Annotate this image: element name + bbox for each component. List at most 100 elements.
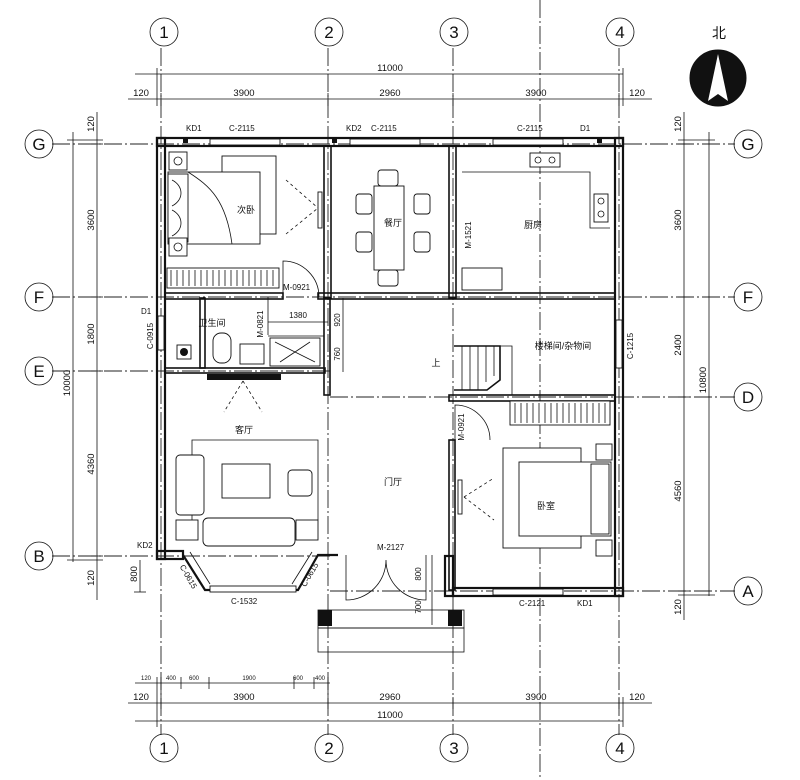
opening-label: C-0615 [299,561,320,589]
room-label: 卫生间 [198,317,225,328]
sofa-side [175,454,205,516]
room-label: 厨房 [524,219,542,230]
opening-label: C-2115 [517,124,543,133]
dim-label: 120 [133,88,149,99]
dim-label: 120 [673,599,684,615]
wardrobe [509,400,611,426]
axis-label: E [33,362,44,381]
room-labels: 次卧 餐厅 厨房 卫生间 楼梯间/杂物间 上 客厅 门厅 卧室 [198,204,591,511]
dim-label: 2960 [379,692,400,703]
axis-bubble-left-G: G [24,129,54,159]
nightstand [595,539,613,557]
room-label: 次卧 [237,204,255,215]
axis-label: A [742,582,754,601]
axis-bubble-bottom-1: 1 [149,733,179,763]
coffee-table [221,463,271,499]
living-furniture [175,374,319,547]
dim-label: 760 [333,347,342,361]
north-arrow: 北 [689,25,747,107]
armchair [287,469,313,497]
axis-bubble-left-F: F [24,282,54,312]
axis-label: B [33,547,44,566]
opening-labels: KD1 C-2115 KD2 C-2115 C-2115 D1 M-1521 M… [137,124,635,608]
opening-label: M-2127 [377,543,405,552]
stove [593,193,609,223]
dim-label: 3600 [86,209,97,230]
window-c0915 [157,315,165,351]
dim-label: 600 [189,676,200,682]
axis-label: G [32,135,45,154]
axis-bubble-bottom-4: 4 [605,733,635,763]
dim-label: 120 [86,570,97,586]
nightstand [595,443,613,461]
dim-label: 120 [141,676,152,682]
bottom-dimensions: 120 400 600 1900 600 400 120 3900 2960 3… [128,676,652,727]
dim-label: 1900 [242,676,256,682]
washbasin [239,343,265,365]
axis-bubble-right-G: G [733,129,763,159]
axis-bubble-right-F: F [733,282,763,312]
stair-furniture [454,345,513,395]
axis-label: G [741,135,754,154]
window-c2115-c [492,138,564,146]
dim-label: 1380 [289,311,307,320]
room-label: 客厅 [235,424,253,435]
axis-bubble-top-3: 3 [439,17,469,47]
opening-label: M-0921 [457,413,466,441]
axis-bubble-left-B: B [24,541,54,571]
tv [457,479,463,515]
opening-label: C-1532 [231,597,258,606]
opening-label: M-0821 [256,310,265,338]
top-dimensions: 11000 120 3900 2960 3900 120 [128,63,652,106]
axis-label: 2 [324,739,333,758]
window-c1532 [209,585,297,593]
axis-bubbles: 1 2 3 4 1 2 3 4 G F E B G F D A [24,17,763,763]
dim-label: 400 [315,676,326,682]
dim-label: 3900 [525,88,546,99]
dim-label: 800 [129,566,140,582]
dim-label: 800 [414,567,423,581]
dim-right-total: 10800 [698,367,709,393]
axis-label: 1 [159,23,168,42]
dim-label: 1800 [86,323,97,344]
nightstand [168,237,188,257]
tv-cabinet [207,374,281,380]
chair [377,269,399,287]
axis-label: 3 [449,739,458,758]
dim-label: 2400 [673,334,684,355]
kitchen-furniture [455,152,610,291]
wardrobe [166,267,280,289]
room-label: 楼梯间/杂物间 [535,340,592,351]
axis-label: F [743,288,753,307]
opening-label: KD1 [577,599,593,608]
opening-label: M-0921 [283,283,311,292]
axis-bubble-right-A: A [733,576,763,606]
fridge [461,267,503,291]
dim-label: 4560 [673,480,684,501]
entrance [317,555,465,653]
opening-label: KD2 [346,124,362,133]
toilet [212,332,232,364]
axis-bubble-bottom-3: 3 [439,733,469,763]
opening-label: C-2121 [519,599,546,608]
room-label: 卧室 [537,500,555,511]
vent-kd1 [183,137,188,143]
dim-bottom-total: 11000 [377,710,403,721]
chair [413,193,431,215]
axis-bubble-top-1: 1 [149,17,179,47]
vent-d1 [597,137,602,143]
opening-label: C-2115 [229,124,255,133]
axis-label: D [742,388,754,407]
axis-label: F [34,288,44,307]
left-dimensions: 120 3600 1800 4360 120 10000 800 [62,112,146,600]
dim-label: 400 [166,676,177,682]
dim-label: 3600 [673,209,684,230]
axis-bubble-top-2: 2 [314,17,344,47]
dim-label: 120 [629,88,645,99]
dim-label: 3900 [233,692,254,703]
axis-bubble-top-4: 4 [605,17,635,47]
dim-left-total: 10000 [62,370,73,396]
dim-label: 920 [333,313,342,327]
side-table [175,519,199,541]
